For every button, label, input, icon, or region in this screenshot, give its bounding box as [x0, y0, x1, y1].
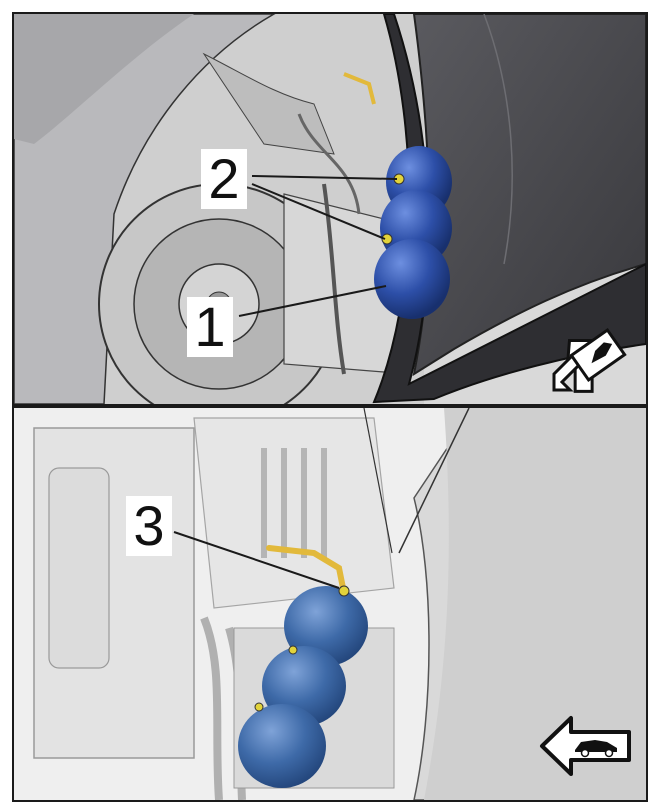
callout-2: 2: [201, 149, 247, 209]
top-view-panel: 2 1: [12, 12, 648, 406]
bottom-view-panel: 3: [12, 406, 648, 802]
top-view-illustration: [14, 14, 646, 404]
vehicle-forward-diagonal-arrow-icon: [552, 328, 627, 393]
callout-3: 3: [126, 496, 172, 556]
bottom-view-illustration: [14, 408, 646, 800]
callout-1: 1: [187, 297, 233, 357]
vehicle-forward-left-arrow-icon: [540, 716, 631, 776]
